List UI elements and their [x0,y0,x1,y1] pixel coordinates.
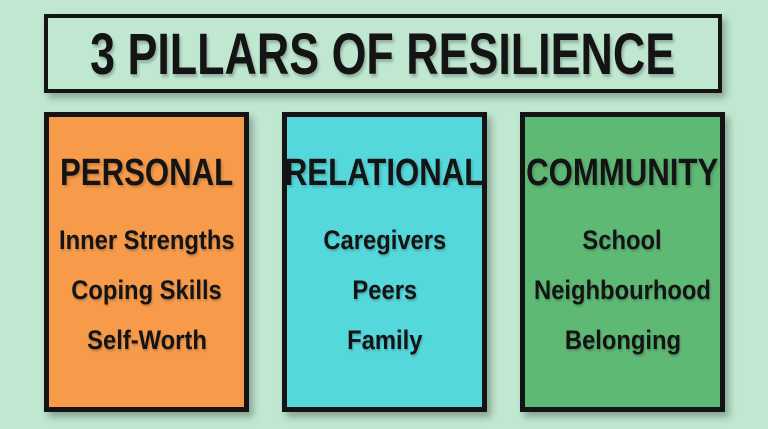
pillar-card-personal: PERSONAL Inner Strengths Coping Skills S… [44,112,249,412]
pillar-items-personal: Inner Strengths Coping Skills Self-Worth [49,215,244,365]
pillar-heading-personal: PERSONAL [59,152,234,194]
pillar-items-community: School Neighbourhood Belonging [525,215,720,365]
pillar-item: Belonging [564,325,681,355]
pillar-heading-community: COMMUNITY [526,152,719,194]
pillar-item: Caregivers [323,225,446,255]
pillar-items-relational: Caregivers Peers Family [287,215,482,365]
pillar-item: School [582,225,663,255]
pillar-item: Peers [352,275,417,305]
title-box: 3 PILLARS OF RESILIENCE [44,14,722,93]
pillar-card-community: COMMUNITY School Neighbourhood Belonging [520,112,725,412]
pillar-item: Inner Strengths [58,225,235,255]
pillar-item: Neighbourhood [534,275,711,305]
pillar-card-relational: RELATIONAL Caregivers Peers Family [282,112,487,412]
pillar-item: Family [346,325,423,355]
page-title: 3 PILLARS OF RESILIENCE [90,20,676,87]
pillars-row: PERSONAL Inner Strengths Coping Skills S… [44,112,725,412]
pillar-item: Self-Worth [86,325,207,355]
pillar-item: Coping Skills [71,275,222,305]
pillar-heading-relational: RELATIONAL [285,152,484,194]
